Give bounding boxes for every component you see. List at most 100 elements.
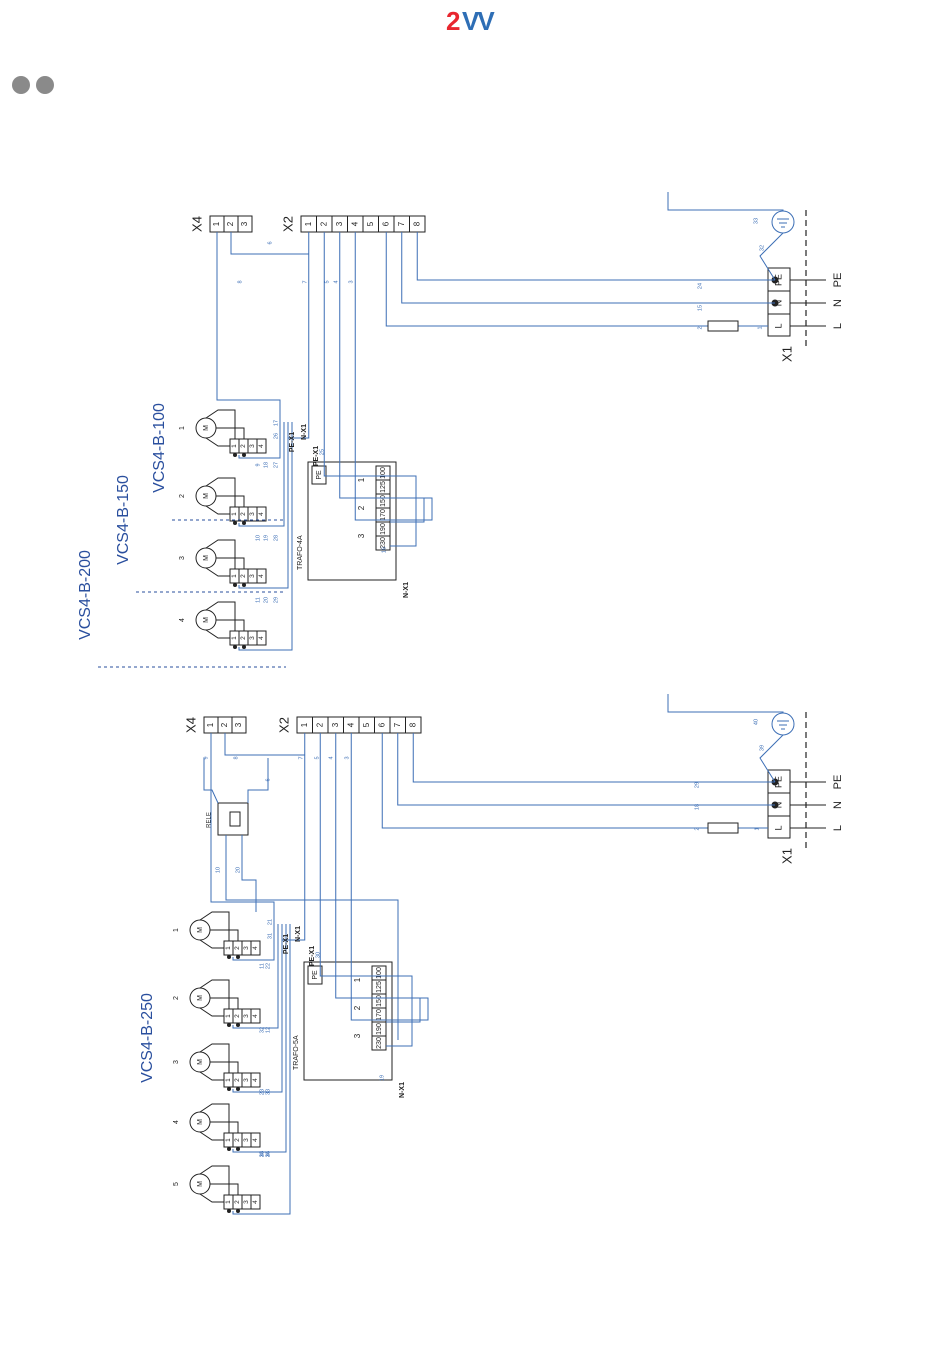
x4-label: X4 <box>189 216 204 232</box>
junction-dot <box>227 1023 231 1027</box>
terminal-pin-label: 2 <box>226 221 235 226</box>
wire-number: 1 <box>754 827 760 830</box>
model-label: VCS4-B-150 <box>115 475 132 565</box>
motor-symbol-label: M <box>197 995 204 1001</box>
junction-dot <box>236 1023 240 1027</box>
motor-terminal-label: 3 <box>249 636 256 640</box>
wire-number: 18 <box>263 462 269 468</box>
wire-number: 14 <box>265 1151 271 1157</box>
wire <box>416 232 775 281</box>
wire <box>667 192 784 211</box>
pe-x1-label: PE-X1 <box>283 934 290 954</box>
wire <box>232 924 287 1153</box>
x4-label: X4 <box>183 717 198 733</box>
motor-lead <box>210 929 239 941</box>
x2-label: X2 <box>280 216 295 232</box>
wire-number: 21 <box>267 919 273 925</box>
mains-label: PE <box>832 273 844 288</box>
motor-lead <box>199 939 224 949</box>
relay: RELE <box>203 758 399 1040</box>
wire <box>282 733 306 941</box>
wire <box>412 733 775 783</box>
junction-dot <box>227 955 231 959</box>
transformer-n-x1-label: N-X1 <box>403 582 410 598</box>
motor-symbol-label: M <box>197 927 204 933</box>
junction-dot <box>233 645 237 649</box>
motor-number: 1 <box>173 928 180 932</box>
fuse-symbol <box>707 320 739 332</box>
motor-lead <box>216 495 245 507</box>
n-x1-label: N-X1 <box>301 424 308 440</box>
wire-number: 16 <box>381 547 387 553</box>
motor-lead <box>216 557 245 569</box>
motor-terminal-label: 4 <box>258 574 265 578</box>
transformer-pe-label: PE <box>312 970 319 980</box>
junction-dot <box>233 453 237 457</box>
terminal-pin-label: 6 <box>381 221 390 226</box>
transformer-pe-terminal <box>307 965 323 985</box>
wire-number: 17 <box>273 420 279 426</box>
wire-number: 32 <box>759 245 765 251</box>
tap-group-label: 2 <box>357 505 366 510</box>
wire-number: 5 <box>324 280 330 283</box>
motor-symbol-label: M <box>197 1059 204 1065</box>
terminal-pin-label: 1 <box>304 221 313 226</box>
wire-number: 31 <box>267 933 273 939</box>
relay-coil <box>229 811 241 827</box>
x1-pin-label: L <box>773 825 783 830</box>
wire-number: 7 <box>298 756 304 759</box>
pagination-dot <box>36 76 54 94</box>
wire-number: 8 <box>237 280 243 283</box>
transformer-pe-terminal <box>311 465 327 485</box>
motor-symbol-label: M <box>197 1119 204 1125</box>
motor-terminal-label: 4 <box>258 444 265 448</box>
n-x1-label: N-X1 <box>295 926 302 942</box>
wire-number: 34 <box>259 1151 265 1157</box>
terminal-pin-label: 1 <box>300 722 309 727</box>
motor-number: 2 <box>173 996 180 1000</box>
terminal-pin-label: 1 <box>212 221 221 226</box>
transformer-tap-label: 230 <box>380 537 387 549</box>
transformer-pe-label: PE <box>316 470 323 480</box>
ground-icon <box>771 210 795 234</box>
terminal-pin-label: 6 <box>377 722 386 727</box>
mains-label: PE <box>832 775 844 790</box>
junction-dot <box>233 521 237 525</box>
motor-terminal-label: 1 <box>231 574 238 578</box>
wire <box>232 924 283 1093</box>
wire-number: 20 <box>235 867 241 873</box>
model-label: VCS4-B-250 <box>139 993 156 1083</box>
tap-group-label: 1 <box>353 977 362 982</box>
wire-number: 8 <box>233 756 239 759</box>
junction-dot <box>227 1147 231 1151</box>
wire <box>323 232 417 547</box>
wire-number: 26 <box>273 433 279 439</box>
transformer-tap-label: 170 <box>380 509 387 521</box>
terminal-pin-label: 1 <box>206 722 215 727</box>
transformer-tap-label: 190 <box>380 523 387 535</box>
transformer-pe-x1-label: PE-X1 <box>313 446 320 466</box>
wire-number: 9 <box>203 756 209 759</box>
terminal-pin-label: 8 <box>408 722 417 727</box>
motor-terminal-label: 1 <box>231 512 238 516</box>
motor-lead <box>205 629 230 639</box>
motor-number: 4 <box>179 618 186 622</box>
wire <box>319 733 413 1047</box>
transformer-tap-label: 125 <box>380 481 387 493</box>
motor-terminal-label: 3 <box>249 512 256 516</box>
wire-number: 27 <box>273 462 279 468</box>
wire <box>238 422 293 651</box>
wire-number: 12 <box>265 1027 271 1033</box>
wire-number: 25 <box>259 1151 265 1157</box>
motor-terminal-label: 3 <box>243 1014 250 1018</box>
motor-lead <box>205 409 236 439</box>
wire-number: 39 <box>759 745 765 751</box>
wire <box>350 733 429 1021</box>
transformer-n-x1-label: N-X1 <box>399 1082 406 1098</box>
motor-terminal-label: 1 <box>225 1200 232 1204</box>
wire-number: 3 <box>344 756 350 759</box>
